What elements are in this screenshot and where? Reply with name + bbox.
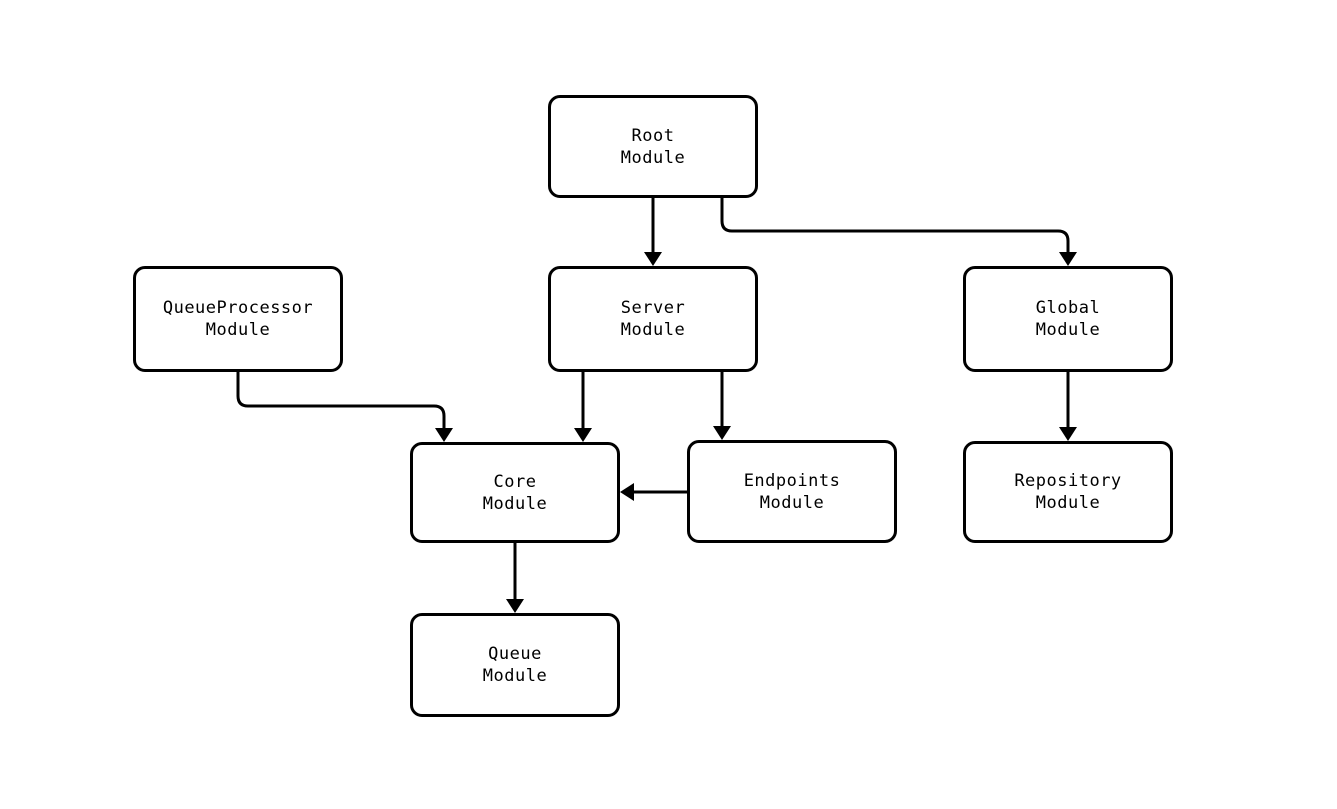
node-root-label-line1: Root: [631, 125, 675, 146]
arrowhead-root-to-server: [644, 252, 662, 266]
node-queueprocessor-label-line2: Module: [205, 320, 271, 340]
node-global-label-line1: Global: [1035, 298, 1101, 318]
node-endpoints-label-line2: Module: [759, 492, 825, 513]
node-global-label-line2: Module: [1035, 320, 1101, 340]
node-repository-label-line2: Module: [1035, 493, 1101, 513]
node-queue-label-line2: Module: [482, 666, 548, 686]
arrowhead-server-to-endpoints: [713, 426, 731, 440]
node-core-label-line1: Core: [493, 471, 537, 492]
edge-queueprocessor-to-core: [236, 372, 446, 432]
arrowhead-core-to-queue: [506, 599, 524, 613]
edge-root-to-global: [720, 198, 1070, 256]
node-server-label-line1: Server: [620, 298, 686, 318]
node-queueprocessor-label-line1: QueueProcessor: [162, 298, 314, 318]
arrowhead-root-to-global: [1059, 252, 1077, 266]
arrowhead-queueprocessor-to-core: [435, 428, 453, 442]
arrowhead-server-to-core: [574, 428, 592, 442]
node-repository-label-line1: Repository: [1014, 471, 1122, 491]
node-server-label-line2: Module: [620, 320, 686, 340]
arrowhead-global-to-repository: [1059, 427, 1077, 441]
arrowhead-endpoints-to-core: [620, 483, 634, 501]
node-endpoints-label-line1: Endpoints: [743, 470, 841, 491]
node-root-label-line2: Module: [620, 147, 686, 168]
node-queue-label-line1: Queue: [488, 644, 542, 664]
node-core-label-line2: Module: [482, 493, 548, 514]
